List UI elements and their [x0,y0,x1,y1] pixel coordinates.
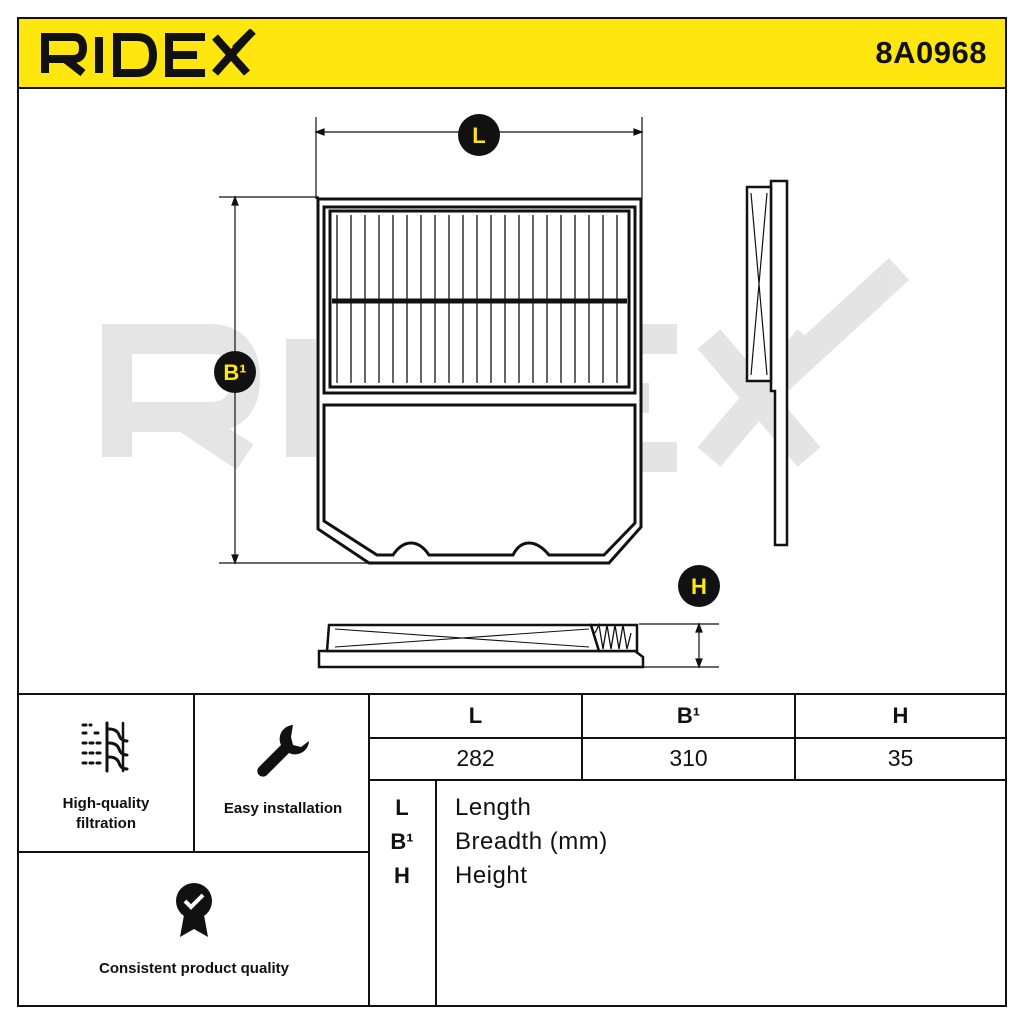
divider [435,779,437,1007]
divider [581,693,583,781]
marker-L-text: L [472,123,485,148]
feature-filtration-line2: filtration [76,815,136,832]
dim-value-L: 282 [456,745,495,771]
marker-H [678,565,720,607]
filter-drawing: L B¹ [102,114,910,669]
dim-value-H: 35 [887,745,914,771]
marker-B-text: B¹ [223,360,246,385]
divider [794,693,796,781]
divider [19,851,369,853]
feature-filtration-label: High-quality filtration [31,794,181,834]
legend-value-H: Height [455,862,528,889]
filtration-icon [79,719,139,780]
dim-header-H: H [892,703,909,728]
divider [19,693,1005,695]
divider [193,693,195,851]
quality-badge-icon [174,881,214,944]
legend-value-L: Length [455,794,532,821]
divider [368,693,370,1007]
divider [368,779,1005,781]
feature-installation-label: Easy installation [223,800,343,817]
divider [368,737,1005,739]
wrench-icon [253,721,313,786]
technical-drawing: L B¹ [19,89,1005,695]
marker-H-text: H [691,574,707,599]
part-number: 8A0968 [875,35,987,70]
dim-header-B: B¹ [676,703,701,728]
feature-filtration-line1: High-quality [62,795,150,812]
legend-key-L: L [395,795,409,820]
feature-quality-label: Consistent product quality [98,960,289,977]
marker-B [214,351,256,393]
legend-key-H: H [394,863,410,888]
marker-L [458,114,500,156]
header-bar: 8A0968 [19,19,1005,89]
legend-key-B: B¹ [390,829,414,854]
legend-value-B: Breadth (mm) [455,828,608,855]
dim-value-B: 310 [669,745,708,771]
ridex-logo [41,29,256,77]
product-sheet: 8A0968 L [17,17,1007,1007]
dim-header-L: L [468,703,483,728]
